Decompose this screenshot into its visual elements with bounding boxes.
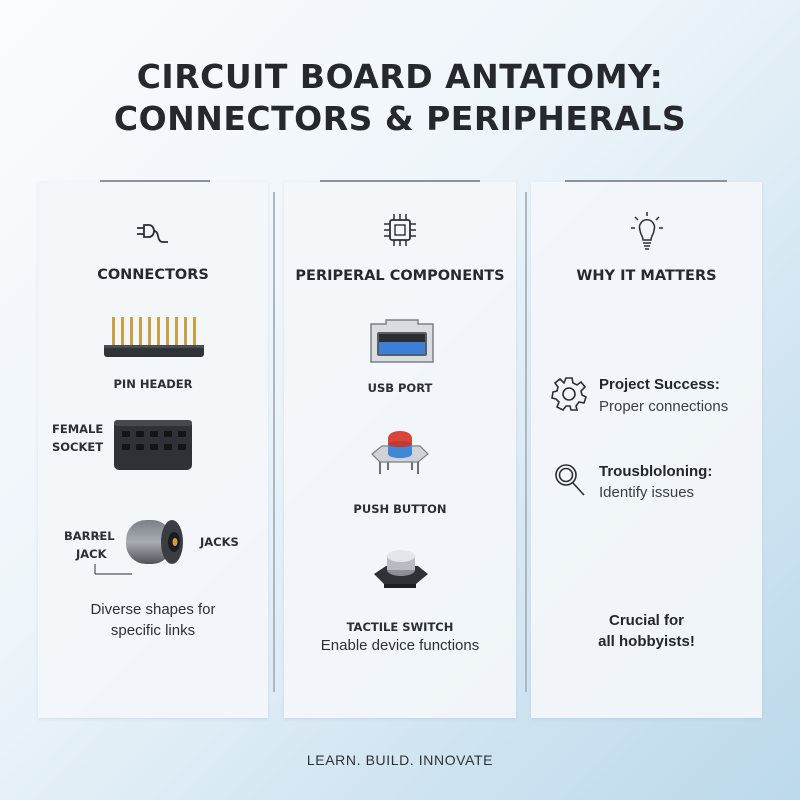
feature-description: Identify issues bbox=[599, 484, 695, 501]
lightbulb-icon bbox=[631, 212, 663, 250]
peripherals-panel: PERIPERAL COMPONENTS USB PORT PUSH BUTTO… bbox=[284, 180, 516, 718]
chip-icon bbox=[384, 214, 416, 246]
gear-icon bbox=[551, 377, 587, 411]
leader-line bbox=[94, 535, 132, 575]
closing-statement: Crucial for all hobbyists! bbox=[531, 610, 762, 652]
female-socket-label-line1: FEMALE bbox=[52, 422, 104, 436]
connectors-description: Diverse shapes for specific links bbox=[38, 599, 268, 641]
why-heading: WHY IT MATTERS bbox=[576, 268, 717, 284]
jacks-label: JACKS bbox=[200, 535, 239, 549]
pin-header-label: PIN HEADER bbox=[113, 377, 193, 391]
panel-top-line bbox=[100, 180, 210, 182]
usb-port-image bbox=[370, 319, 434, 363]
barrel-jack-label-line2: JACK bbox=[76, 547, 107, 561]
magnifier-icon bbox=[555, 464, 585, 496]
footer-tagline: LEARN. BUILD. INNOVATE bbox=[306, 752, 494, 768]
barrel-jack-image bbox=[126, 520, 183, 564]
connectors-panel: CONNECTORS PIN HEADER FEMALE SOCKET BARR… bbox=[38, 180, 268, 718]
tactile-switch-image bbox=[374, 550, 428, 588]
feature-title: Project Success: bbox=[599, 376, 720, 393]
tactile-switch-label: TACTILE SWITCH bbox=[346, 620, 454, 634]
push-button-image bbox=[371, 431, 429, 474]
closing-line1: Crucial for bbox=[608, 612, 684, 629]
column-divider bbox=[525, 192, 527, 692]
connectors-description-line1: Diverse shapes for bbox=[90, 601, 216, 618]
push-button-label: PUSH BUTTON bbox=[353, 502, 447, 516]
female-socket-label-line2: SOCKET bbox=[52, 440, 104, 454]
plug-icon bbox=[137, 224, 168, 243]
panel-top-line bbox=[565, 180, 727, 182]
pin-header-image bbox=[104, 317, 204, 357]
why-panel: WHY IT MATTERS Project Success: Proper c… bbox=[531, 180, 762, 718]
feature-description: Proper connections bbox=[599, 398, 729, 415]
closing-line2: all hobbyists! bbox=[598, 633, 695, 650]
peripherals-heading: PERIPERAL COMPONENTS bbox=[295, 268, 505, 284]
column-divider bbox=[273, 192, 275, 692]
connectors-heading: CONNECTORS bbox=[97, 267, 209, 283]
page-title: CIRCUIT BOARD ANTATOMY: CONNECTORS & PER… bbox=[0, 56, 800, 140]
title-line-2: CONNECTORS & PERIPHERALS bbox=[113, 99, 687, 138]
usb-port-label: USB PORT bbox=[367, 381, 433, 395]
feature-title: Trousbloloning: bbox=[599, 463, 713, 480]
female-socket-image bbox=[114, 420, 192, 470]
title-line-1: CIRCUIT BOARD ANTATOMY: bbox=[136, 57, 664, 96]
peripherals-description: Enable device functions bbox=[320, 637, 480, 654]
connectors-description-line2: specific links bbox=[110, 622, 196, 639]
panel-top-line bbox=[320, 180, 480, 182]
barrel-jack-label-line1: BARREL bbox=[64, 529, 115, 543]
